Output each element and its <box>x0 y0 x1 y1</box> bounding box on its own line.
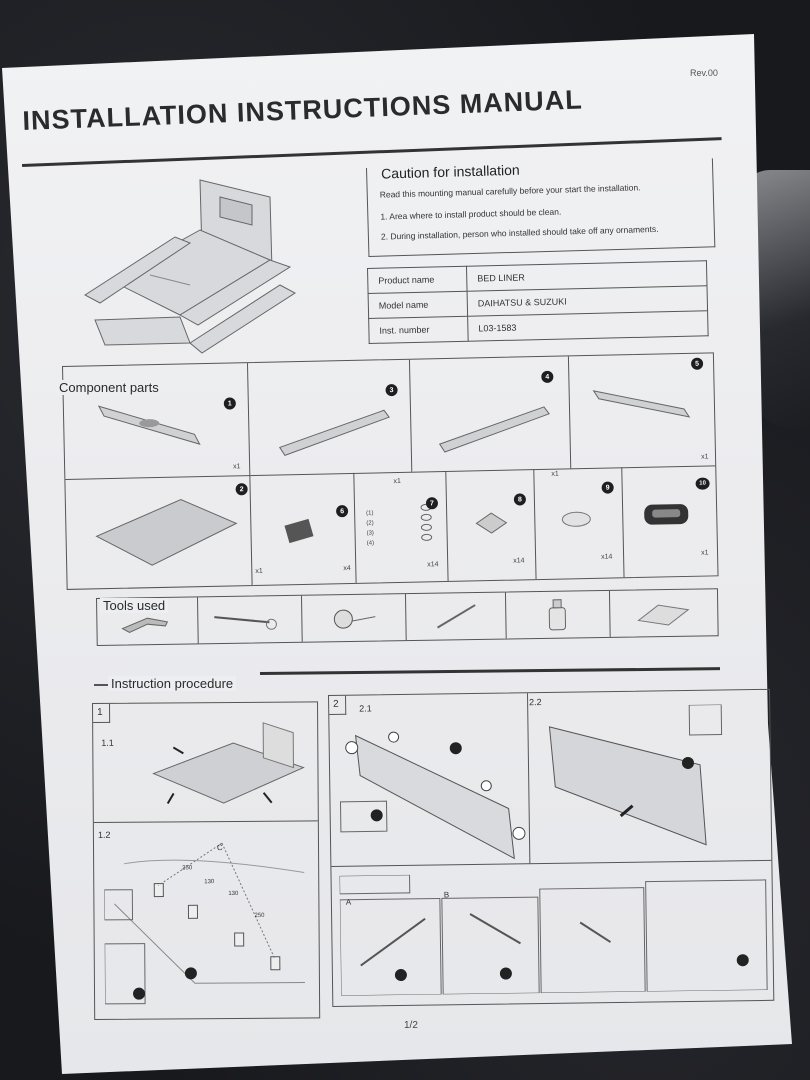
bedliner-overview-illustration <box>84 179 296 354</box>
part-1-qty: x1 <box>233 463 241 471</box>
dim-130-b: 130 <box>228 890 239 898</box>
callout-b: B <box>443 890 450 900</box>
step-2-number: 2 <box>333 698 339 710</box>
part-5-qty: x1 <box>700 453 709 461</box>
part-2-drawing <box>95 498 238 566</box>
part-8-badge: 8 <box>513 493 527 506</box>
dim-130-a: 130 <box>204 879 215 886</box>
step-1-1-illustration <box>152 722 305 804</box>
step-2-box: 2 2.1 2.2 A B <box>328 688 775 1007</box>
part-4-drawing <box>438 406 550 453</box>
callout-a: A <box>345 897 352 907</box>
step-1-box: 1 1.1 1.2 C 250 130 130 250 <box>92 701 321 1020</box>
step-1-2-illustration <box>103 842 305 1005</box>
part-10-drawing <box>644 504 689 525</box>
caution-line-1: 1. Area where to install product should … <box>380 206 562 222</box>
product-info-table: Product name BED LINER Model name DAIHAT… <box>367 260 709 344</box>
washer-label-1: (1) <box>366 510 374 517</box>
part-10-qty: x1 <box>700 549 709 557</box>
model-name-label: Model name <box>368 291 468 319</box>
tape-measure-icon <box>333 609 376 629</box>
part-8-qty: x14 <box>513 557 525 565</box>
part-3-badge: 3 <box>385 383 398 397</box>
tools-used-title: Tools used <box>100 598 169 613</box>
point-c-label: C <box>216 843 223 853</box>
caution-box: Caution for installation Read this mount… <box>366 158 716 257</box>
part-2-badge: 2 <box>235 483 248 496</box>
part-4-badge: 4 <box>541 370 554 383</box>
page-number: 1/2 <box>404 1020 418 1031</box>
instruction-procedure-title: Instruction procedure <box>108 676 237 691</box>
part-3-qty: x1 <box>393 477 401 486</box>
part-9-drawing <box>561 511 591 527</box>
pen-icon <box>436 604 476 629</box>
part-1-drawing <box>97 405 201 445</box>
tools-used-grid <box>96 588 719 646</box>
step-1-1-label: 1.1 <box>101 737 114 748</box>
washer-label-2: (2) <box>366 520 374 527</box>
step-2-2-label: 2.2 <box>529 697 542 708</box>
step-2-1-illustration <box>339 731 526 860</box>
inst-number-label: Inst. number <box>368 316 469 344</box>
caution-title: Caution for installation <box>376 161 524 182</box>
washer-label-4: (4) <box>366 540 375 547</box>
caution-line-2: 2. During installation, person who insta… <box>380 223 659 242</box>
cloth-icon <box>637 604 690 626</box>
part-2-qty: x1 <box>255 567 263 575</box>
part-3-drawing <box>278 409 390 456</box>
screwdriver-icon <box>214 616 277 630</box>
caution-line-intro: Read this mounting manual carefully befo… <box>379 182 641 200</box>
part-6-drawing <box>284 518 314 544</box>
part-10-badge: 10 <box>695 477 710 490</box>
dim-250-b: 250 <box>254 912 265 919</box>
part-9-qty: x14 <box>601 553 613 561</box>
component-parts-title: Component parts <box>56 380 162 395</box>
part-6-badge: 6 <box>335 505 349 518</box>
dim-250-a: 250 <box>182 865 193 872</box>
step-2-1-label: 2.1 <box>359 703 372 714</box>
product-name-label: Product name <box>367 266 468 294</box>
component-parts-grid: 1 2 3 4 5 6 7 8 9 10 x1 x1 x1 x1 x1 x4 x… <box>62 352 719 590</box>
part-6-qty: x4 <box>343 564 351 573</box>
part-9-badge: 9 <box>601 481 614 494</box>
washer-label-3: (3) <box>366 530 374 537</box>
part-1-badge: 1 <box>223 397 236 410</box>
revision-label: Rev.00 <box>690 68 718 78</box>
drill-icon <box>121 617 169 634</box>
part-5-badge: 5 <box>690 357 704 370</box>
cleaner-bottle-icon <box>548 599 567 631</box>
step-2-2-illustration <box>548 704 723 846</box>
step-1-number: 1 <box>97 706 103 718</box>
inst-number-value: L03-1583 <box>467 310 709 342</box>
part-5-drawing <box>592 390 691 418</box>
part-8-drawing <box>475 512 508 534</box>
part-7-qty: x14 <box>427 561 439 569</box>
part-4-qty: x1 <box>551 470 559 478</box>
step-2-detail-illustrations <box>339 874 768 996</box>
